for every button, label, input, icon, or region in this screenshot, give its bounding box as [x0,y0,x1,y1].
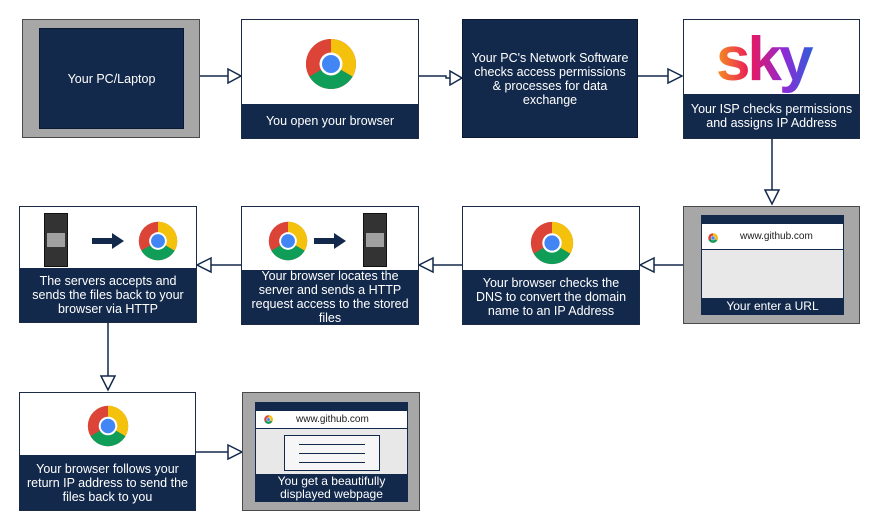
pc-screen: Your PC/Laptop [39,28,184,129]
open-browser-node: You open your browser [241,19,419,139]
arrowhead-4 [763,189,781,206]
webpage-address-bar: www.github.com [256,411,407,429]
url-text[interactable]: www.github.com [740,231,813,242]
arrowhead-3 [667,67,684,85]
pc-label: Your PC/Laptop [67,71,156,86]
server-sends-caption: The servers accepts and sends the files … [20,268,196,322]
sky-logo-text: sky [716,28,814,94]
content-line [299,462,365,463]
return-ip-label: Your browser follows your return IP addr… [27,461,188,504]
server-icon [44,213,68,267]
chrome-icon [268,221,308,261]
server-sends-node: The servers accepts and sends the files … [19,206,197,323]
chrome-icon [306,39,356,89]
right-arrow-icon [92,233,124,249]
right-arrow-icon [314,233,346,249]
dns-label: Your browser checks the DNS to convert t… [475,276,627,318]
arrowhead-5 [638,256,655,274]
arrowhead-8 [99,375,117,392]
url-address-bar: www.github.com [702,224,843,250]
chrome-small-icon [264,415,273,424]
webpage-content-card [284,435,380,471]
content-line [299,444,365,445]
network-software-label: Your PC's Network Software checks access… [471,50,629,107]
return-ip-caption: Your browser follows your return IP addr… [20,455,195,510]
pc-laptop-node: Your PC/Laptop [22,19,200,138]
enter-url-node: www.github.com Your enter a URL [683,206,860,324]
network-software-node: Your PC's Network Software checks access… [462,19,638,138]
enter-url-caption: Your enter a URL [702,298,843,314]
webpage-title-bar [256,403,407,411]
locate-server-node: Your browser locates the server and send… [241,206,419,325]
webpage-browser-window: www.github.com You get a beautifully dis… [255,402,408,502]
content-line [299,453,365,454]
isp-caption: Your ISP checks permissions and assigns … [684,94,859,138]
webpage-caption: You get a beautifully displayed webpage [256,474,407,501]
arrow-browser-to-network [419,75,450,79]
dns-caption: Your browser checks the DNS to convert t… [463,270,639,324]
enter-url-label: Your enter a URL [726,299,819,313]
open-browser-caption: You open your browser [242,104,418,138]
open-browser-label: You open your browser [265,114,395,128]
chrome-small-icon [708,233,718,243]
webpage-node: www.github.com You get a beautifully dis… [242,392,420,511]
locate-server-label: Your browser locates the server and send… [251,269,409,325]
url-browser-window: www.github.com Your enter a URL [701,215,844,315]
return-ip-node: Your browser follows your return IP addr… [19,392,196,511]
isp-label: Your ISP checks permissions and assigns … [690,102,853,130]
webpage-label: You get a beautifully displayed webpage [277,473,386,501]
arrowhead-7 [195,256,212,274]
dns-node: Your browser checks the DNS to convert t… [462,206,640,325]
arrowhead-6 [417,256,434,274]
arrowhead-1 [227,67,243,85]
server-icon [363,213,387,267]
chrome-icon [530,221,574,265]
chrome-icon [138,221,178,261]
arrowhead-9 [227,443,244,461]
arrowhead-2 [449,69,464,87]
url-title-bar [702,216,843,224]
isp-node: sky Your ISP checks permissions and assi… [683,19,860,139]
locate-server-caption: Your browser locates the server and send… [242,269,418,325]
server-sends-label: The servers accepts and sends the files … [32,274,184,316]
webpage-url-text[interactable]: www.github.com [296,414,369,425]
chrome-icon [87,405,129,447]
sky-logo: sky [716,28,817,94]
